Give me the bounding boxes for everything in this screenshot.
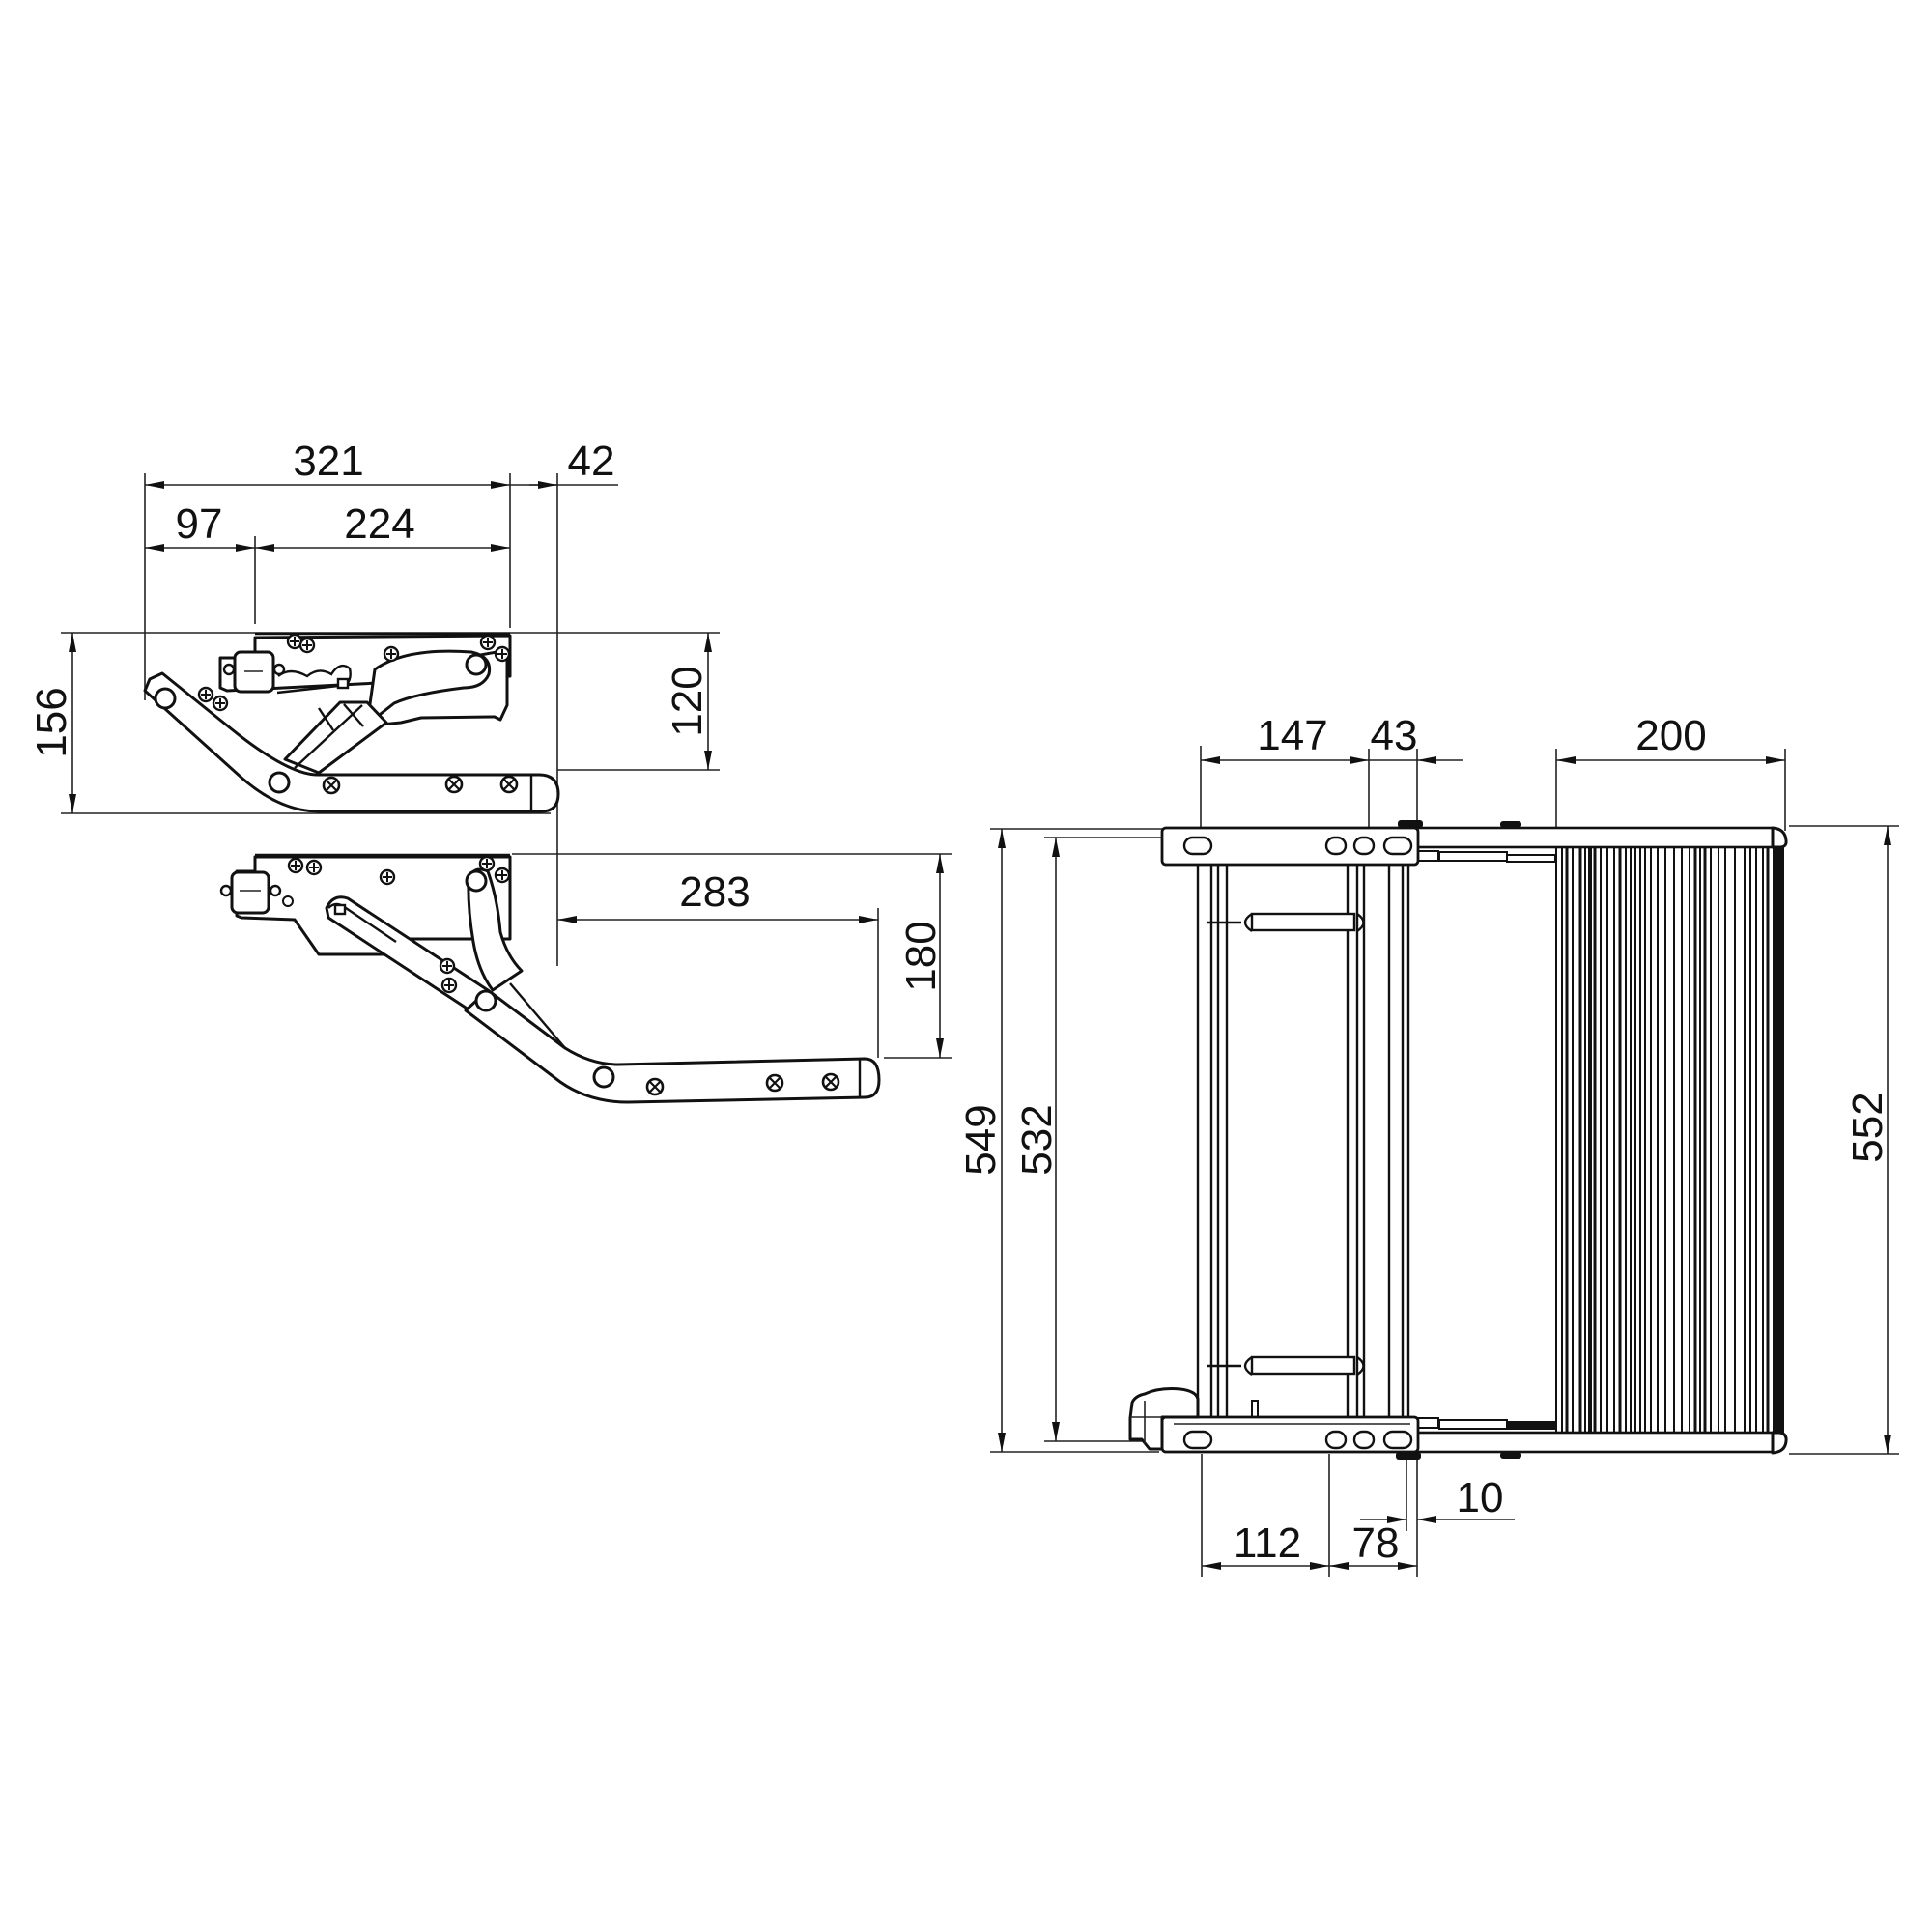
dim-42: 42 (568, 438, 615, 485)
dim-147: 147 (1257, 712, 1327, 759)
dim-180: 180 (897, 921, 945, 991)
dim-552: 552 (1844, 1092, 1891, 1162)
dim-156: 156 (28, 687, 75, 757)
dim-532: 532 (1013, 1104, 1061, 1175)
top-view: 147 43 200 549 532 552 112 78 10 (957, 712, 1899, 1577)
mounting-bracket-top (1160, 826, 1420, 867)
gas-strut-bottom (1208, 1355, 1365, 1377)
mounting-bracket-bottom (1128, 1387, 1420, 1454)
dim-97: 97 (176, 500, 223, 548)
dim-43: 43 (1371, 712, 1418, 759)
side-view-extended: 283 180 (219, 853, 952, 1104)
dim-283: 283 (679, 868, 750, 916)
side-view-retracted: 321 42 97 224 156 120 (28, 438, 720, 966)
dim-78: 78 (1352, 1520, 1400, 1567)
dim-120: 120 (664, 666, 711, 736)
ribbed-tread (1555, 847, 1784, 1433)
gas-strut-top (1208, 912, 1365, 933)
dim-224: 224 (344, 500, 414, 548)
dim-549: 549 (957, 1104, 1005, 1175)
dim-10: 10 (1457, 1474, 1504, 1521)
dim-200: 200 (1635, 712, 1706, 759)
dim-112: 112 (1234, 1520, 1301, 1567)
dim-321: 321 (293, 438, 363, 485)
